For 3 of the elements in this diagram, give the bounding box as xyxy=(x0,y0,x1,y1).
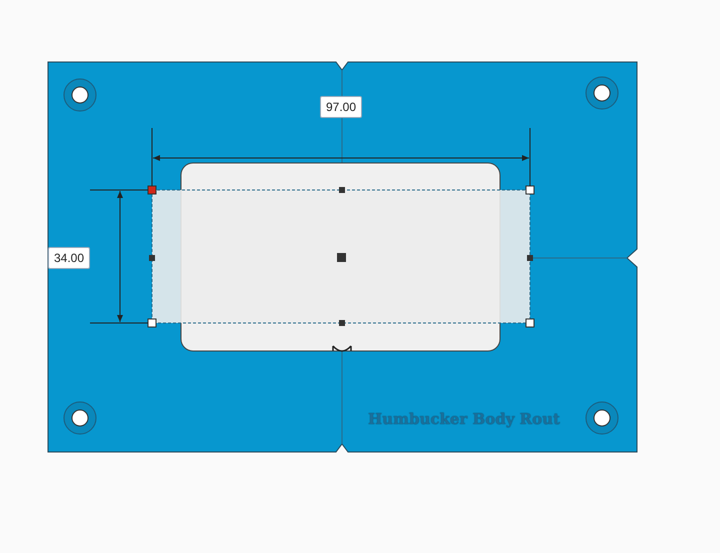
dimension-label: 97.00 xyxy=(320,96,362,118)
dimension-label: 34.00 xyxy=(48,247,90,269)
engraved-text: Humbucker Body Rout xyxy=(368,410,560,428)
